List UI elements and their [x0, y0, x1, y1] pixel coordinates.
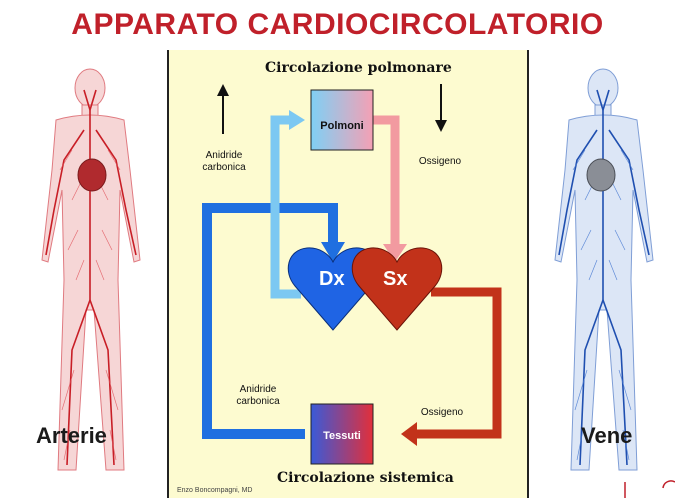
lungs-label: Polmoni — [311, 120, 373, 132]
aorta-arrowhead-icon — [401, 422, 417, 446]
pulmonary-vein-path — [373, 120, 395, 250]
arteries-figure-panel: Arterie — [12, 50, 167, 498]
veins-label: Vene — [581, 423, 632, 449]
left-heart-label: Sx — [383, 268, 407, 291]
pulmonary-circulation-title: Circolazione polmonare — [265, 60, 452, 76]
up-arrow-icon — [217, 84, 229, 134]
page-title: APPARATO CARDIOCIRCOLATORIO — [0, 8, 675, 42]
right-heart-label: Dx — [319, 268, 345, 291]
heart-icon — [78, 159, 106, 191]
down-arrow-icon — [435, 84, 447, 132]
o2-bottom-label: Ossigeno — [407, 407, 477, 419]
tissues-label: Tessuti — [311, 430, 373, 442]
pulmonary-arrowhead-icon — [289, 110, 305, 130]
heart-icon — [587, 159, 615, 191]
co2-bottom-label: Anidride carbonica — [223, 384, 293, 408]
author-credit: Enzo Boncompagni, MD — [177, 487, 252, 494]
arteries-label: Arterie — [36, 423, 107, 449]
o2-top-label: Ossigeno — [405, 156, 475, 168]
veins-figure-panel: Vene — [529, 50, 675, 498]
decorative-arc — [663, 481, 675, 488]
systemic-circulation-title: Circolazione sistemica — [277, 470, 454, 486]
co2-top-label: Anidride carbonica — [189, 150, 259, 174]
circulation-diagram-panel: Circolazione polmonare Polmoni Anidride … — [167, 50, 529, 498]
